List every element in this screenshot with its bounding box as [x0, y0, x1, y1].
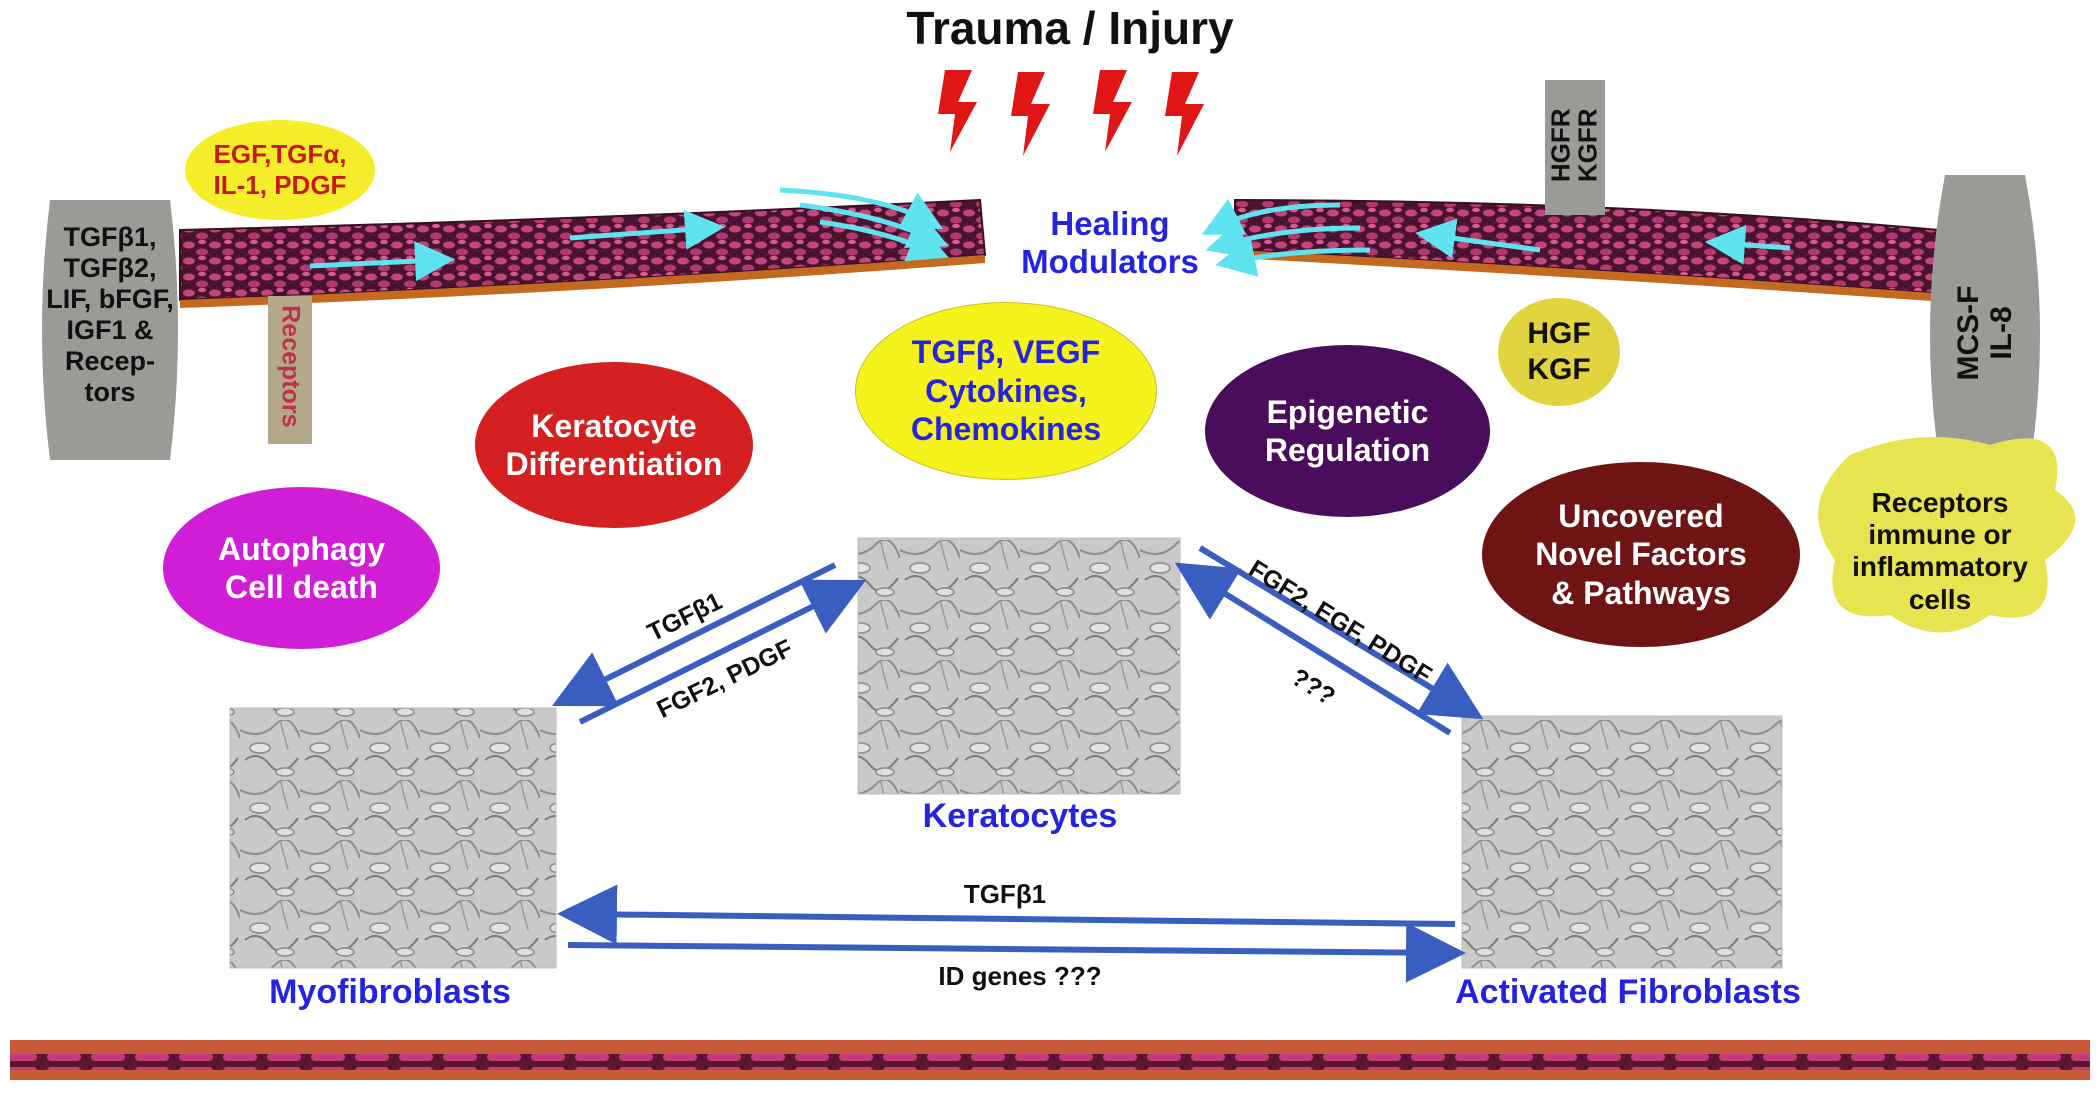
arrow-myofibroblasts-to-keratocytes: [578, 579, 867, 725]
immune-blob-shape: [1818, 437, 2076, 633]
myofibroblasts-image: [229, 707, 557, 969]
keratocytes-label: Keratocytes: [922, 797, 1118, 835]
myofibroblasts-label: Myofibroblasts: [269, 973, 511, 1011]
id-genes-arrow-label: ID genes ???: [938, 961, 1102, 991]
lightning-bolt-icon: [938, 70, 1204, 156]
arrow-fibroblasts-to-keratocytes: [1174, 562, 1452, 736]
autophagy-oval: Autophagy Cell death: [163, 487, 440, 649]
left-receptor-box-shape: [42, 200, 178, 460]
hgfr-kgfr-box-shape: [1545, 80, 1605, 215]
uncovered-factors-oval: Uncovered Novel Factors & Pathways: [1482, 462, 1800, 647]
immune-cells-label: Receptors immune or inflammatory cells: [1852, 487, 2028, 615]
hgfr-kgfr-label: HGFR KGFR: [1545, 108, 1603, 183]
arrow-myofibroblasts-to-fibroblasts: [567, 922, 1466, 983]
keratocytes-image: [857, 537, 1181, 795]
arrow-fibroblasts-to-myofibroblasts: [557, 884, 1456, 945]
mcsf-il8-label: MCS-F IL-8: [1952, 285, 2018, 381]
activated-fibroblasts-label: Activated Fibroblasts: [1455, 973, 1801, 1011]
epigenetic-regulation-oval: Epigenetic Regulation: [1205, 345, 1490, 517]
keratocyte-differentiation-oval: Keratocyte Differentiation: [475, 362, 753, 528]
cyan-arrow-icon: [309, 187, 1791, 282]
arrow-keratocytes-to-myofibroblasts: [551, 562, 837, 707]
hgf-kgf-oval: HGF KGF: [1498, 298, 1620, 406]
activated-fibroblasts-image: [1461, 715, 1783, 969]
receptors-bar-label: Receptors: [276, 305, 305, 428]
left-receptor-box-label: TGFβ1, TGFβ2, LIF, bFGF, IGF1 & Recep- t…: [46, 222, 174, 408]
egf-tgfa-oval: EGF,TGFα, IL-1, PDGF: [185, 120, 375, 220]
mcsf-box-shape: [1930, 175, 2040, 495]
arrow-keratocytes-to-fibroblasts: [1198, 545, 1484, 720]
healing-modulators-label: Healing Modulators: [1021, 205, 1199, 280]
diagram-title: Trauma / Injury: [906, 2, 1234, 54]
tgfb1-bottom-arrow-label: TGFβ1: [963, 879, 1047, 909]
tgfb-vegf-oval: TGFβ, VEGF Cytokines, Chemokines: [855, 302, 1157, 480]
left-tissue-band: [179, 198, 987, 308]
receptors-bar-shape: [268, 296, 312, 444]
bottom-tissue-band: [10, 1040, 2090, 1080]
